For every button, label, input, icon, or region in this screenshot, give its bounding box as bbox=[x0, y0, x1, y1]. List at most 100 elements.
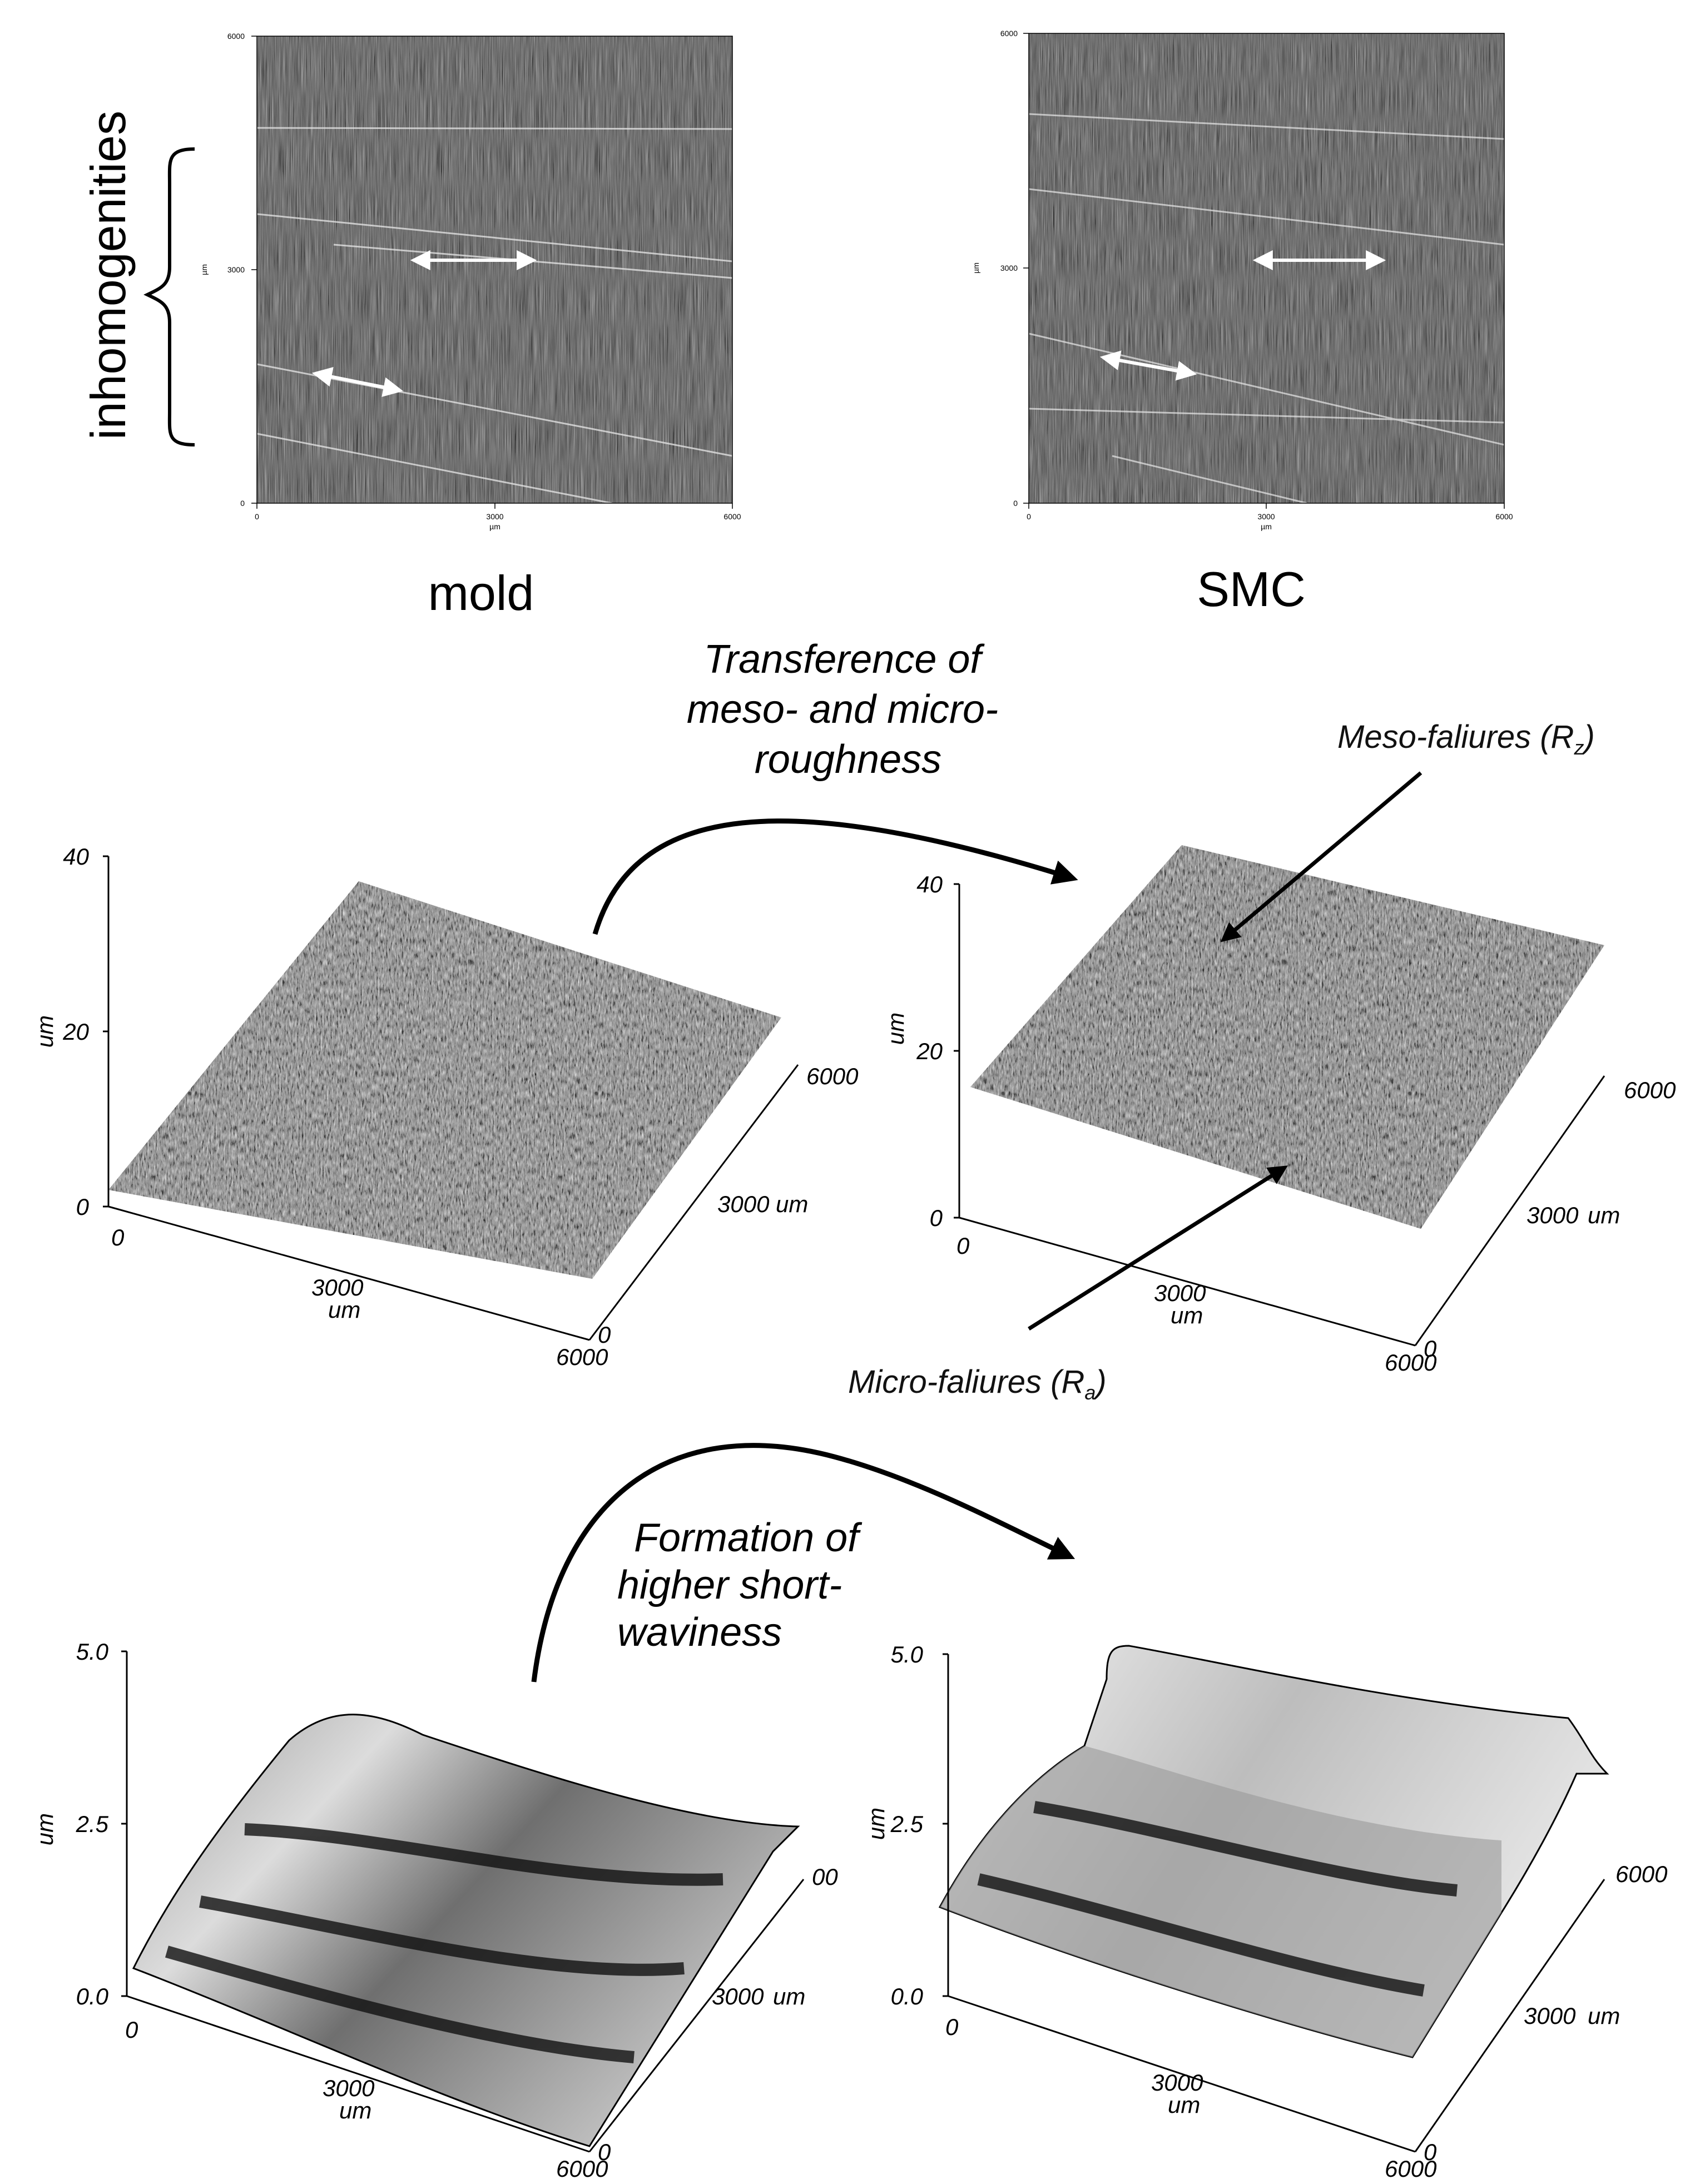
mid-right-z-tick-0: 0 bbox=[930, 1205, 943, 1231]
mid-left-y-tick-3000: 3000 bbox=[717, 1191, 770, 1217]
mid-right-y-tick-0: 0 bbox=[1424, 1336, 1437, 1362]
smc-surface-texture bbox=[1029, 33, 1504, 503]
mold-y-unit: µm bbox=[200, 264, 209, 275]
mid-left-x-tick-3000: 3000 bbox=[311, 1274, 364, 1301]
transference-line-3: roughness bbox=[755, 737, 941, 782]
top-right-panel: 0 3000 6000 0 3000 6000 µm µm bbox=[972, 29, 1513, 531]
bot-right-x-tick-0: 0 bbox=[945, 2014, 959, 2040]
top-left-panel: 0 3000 6000 0 3000 6000 µm µm bbox=[200, 32, 741, 531]
meso-label-text: Meso-faliures (R bbox=[1337, 719, 1574, 755]
mid-right-z-tick-40: 40 bbox=[916, 871, 943, 897]
smc-y-tick-0: 0 bbox=[1013, 499, 1018, 508]
mid-left-z-tick-40: 40 bbox=[63, 843, 89, 870]
micro-label-sub: a bbox=[1084, 1381, 1096, 1404]
bot-left-x-unit: um bbox=[339, 2097, 371, 2123]
bot-left-z-tick-0: 0.0 bbox=[76, 1983, 109, 2009]
smc-x-tick-0: 0 bbox=[1027, 512, 1031, 521]
mid-right-z-tick-20: 20 bbox=[916, 1038, 943, 1064]
meso-faliures-label: Meso-faliures (Rz) bbox=[1337, 719, 1595, 759]
mold-y-tick-0: 0 bbox=[240, 499, 245, 508]
mid-right-x-unit: um bbox=[1171, 1302, 1203, 1328]
meso-label-sub: z bbox=[1573, 736, 1584, 759]
mid-right-y-tick-6000: 6000 bbox=[1624, 1077, 1676, 1103]
formation-line-3: waviness bbox=[617, 1610, 782, 1655]
formation-line-1: Formation of bbox=[634, 1516, 863, 1560]
bot-right-z-tick-0: 0.0 bbox=[891, 1983, 924, 2009]
bot-left-x-tick-3000: 3000 bbox=[323, 2075, 375, 2101]
inhomogenities-label: inhomogenities bbox=[81, 111, 136, 440]
bot-right-z-tick-2.5: 2.5 bbox=[890, 1811, 924, 1837]
formation-label: Formation of higher short- waviness bbox=[617, 1516, 870, 1655]
bot-right-y-tick-3000: 3000 bbox=[1524, 2003, 1576, 2029]
middle-right-plot: 0 20 40 um 0 3000 um 6000 0 3000 um 6000 bbox=[883, 845, 1676, 1376]
bot-left-y-tick-0: 0 bbox=[598, 2139, 611, 2165]
bottom-right-plot: 0.0 2.5 5.0 um 0 3000 um 6000 0 3000 um … bbox=[863, 1641, 1668, 2182]
mid-left-y-tick-6000: 6000 bbox=[806, 1063, 859, 1089]
mid-right-y-tick-3000: 3000 bbox=[1526, 1202, 1579, 1228]
bot-left-z-unit: um bbox=[32, 1813, 58, 1845]
smc-label: SMC bbox=[1197, 562, 1306, 617]
formation-arrow bbox=[531, 1443, 1075, 1682]
mold-x-tick-6000: 6000 bbox=[723, 512, 741, 521]
micro-pointer-arrow bbox=[1028, 1165, 1288, 1331]
transference-line-1: Transference of bbox=[704, 637, 985, 682]
meso-pointer-arrow bbox=[1220, 771, 1423, 942]
bot-right-x-tick-3000: 3000 bbox=[1151, 2069, 1203, 2096]
mold-y-tick-6000: 6000 bbox=[227, 32, 245, 41]
mid-right-z-unit: um bbox=[883, 1012, 909, 1045]
bot-right-y-tick-6000: 6000 bbox=[1615, 1861, 1668, 1887]
mid-right-x-tick-6000: 6000 bbox=[1385, 1349, 1437, 1376]
transference-arrow bbox=[592, 818, 1078, 935]
smc-x-tick-6000: 6000 bbox=[1495, 512, 1513, 521]
bot-left-z-tick-5: 5.0 bbox=[76, 1639, 109, 1665]
micro-faliures-label: Micro-faliures (Ra) bbox=[848, 1364, 1107, 1404]
mid-left-x-unit: um bbox=[328, 1297, 360, 1323]
mold-3d-waviness-surface bbox=[132, 1714, 800, 2147]
transference-label: Transference of meso- and micro- roughne… bbox=[687, 637, 1009, 782]
mid-left-z-tick-20: 20 bbox=[62, 1019, 89, 1045]
inhomogenities-brace bbox=[143, 147, 195, 446]
smc-x-tick-3000: 3000 bbox=[1257, 512, 1275, 521]
smc-y-tick-6000: 6000 bbox=[1000, 29, 1018, 38]
mold-y-tick-3000: 3000 bbox=[227, 265, 245, 274]
smc-y-tick-3000: 3000 bbox=[1000, 264, 1018, 272]
mold-x-tick-3000: 3000 bbox=[486, 512, 503, 521]
mid-left-y-unit: um bbox=[776, 1191, 808, 1217]
bot-left-x-tick-0: 0 bbox=[125, 2017, 138, 2043]
mold-x-tick-0: 0 bbox=[255, 512, 259, 521]
smc-y-unit: µm bbox=[972, 262, 980, 274]
middle-left-plot: 0 20 40 um 0 3000 um 6000 0 3000 um 6000 bbox=[32, 843, 859, 1370]
mid-left-z-unit: um bbox=[32, 1015, 58, 1048]
formation-line-2: higher short- bbox=[617, 1563, 842, 1607]
transference-line-2: meso- and micro- bbox=[687, 687, 998, 732]
bot-left-y-tick-6000: 00 bbox=[812, 1864, 838, 1890]
bot-right-y-tick-0: 0 bbox=[1424, 2139, 1437, 2165]
bot-left-y-tick-3000: 3000 bbox=[712, 1983, 764, 2009]
bot-left-x-tick-6000: 6000 bbox=[556, 2156, 608, 2182]
bot-right-x-tick-6000: 6000 bbox=[1385, 2156, 1437, 2182]
smc-3d-rough-texture bbox=[970, 845, 1604, 1229]
mid-right-y-unit: um bbox=[1588, 1202, 1620, 1228]
mold-label: mold bbox=[428, 565, 534, 621]
mid-left-x-tick-6000: 6000 bbox=[556, 1344, 608, 1370]
bottom-left-plot: 0.0 2.5 5.0 um 0 3000 um 6000 0 3000 um … bbox=[32, 1639, 838, 2182]
bot-left-y-unit: um bbox=[773, 1983, 805, 2009]
bot-left-z-tick-2.5: 2.5 bbox=[76, 1811, 109, 1837]
bot-right-z-tick-5: 5.0 bbox=[891, 1641, 924, 1667]
mold-arrow-lower bbox=[311, 366, 404, 398]
smc-x-unit: µm bbox=[1261, 522, 1272, 531]
bot-right-z-unit: um bbox=[863, 1808, 889, 1840]
mid-right-x-tick-3000: 3000 bbox=[1154, 1280, 1206, 1306]
mold-x-unit: µm bbox=[489, 522, 500, 531]
bot-right-y-unit: um bbox=[1588, 2003, 1620, 2029]
bot-right-x-unit: um bbox=[1168, 2092, 1200, 2118]
mid-right-x-tick-0: 0 bbox=[956, 1233, 970, 1259]
mid-left-z-tick-0: 0 bbox=[76, 1194, 90, 1220]
mid-left-y-tick-0: 0 bbox=[598, 1322, 611, 1348]
mold-wave-ridges bbox=[165, 1823, 723, 2063]
smc-wave-ridges bbox=[977, 1801, 1458, 1997]
mold-surface-texture bbox=[257, 36, 732, 503]
mid-left-x-tick-0: 0 bbox=[111, 1224, 125, 1250]
micro-label-text: Micro-faliures (R bbox=[848, 1364, 1084, 1400]
